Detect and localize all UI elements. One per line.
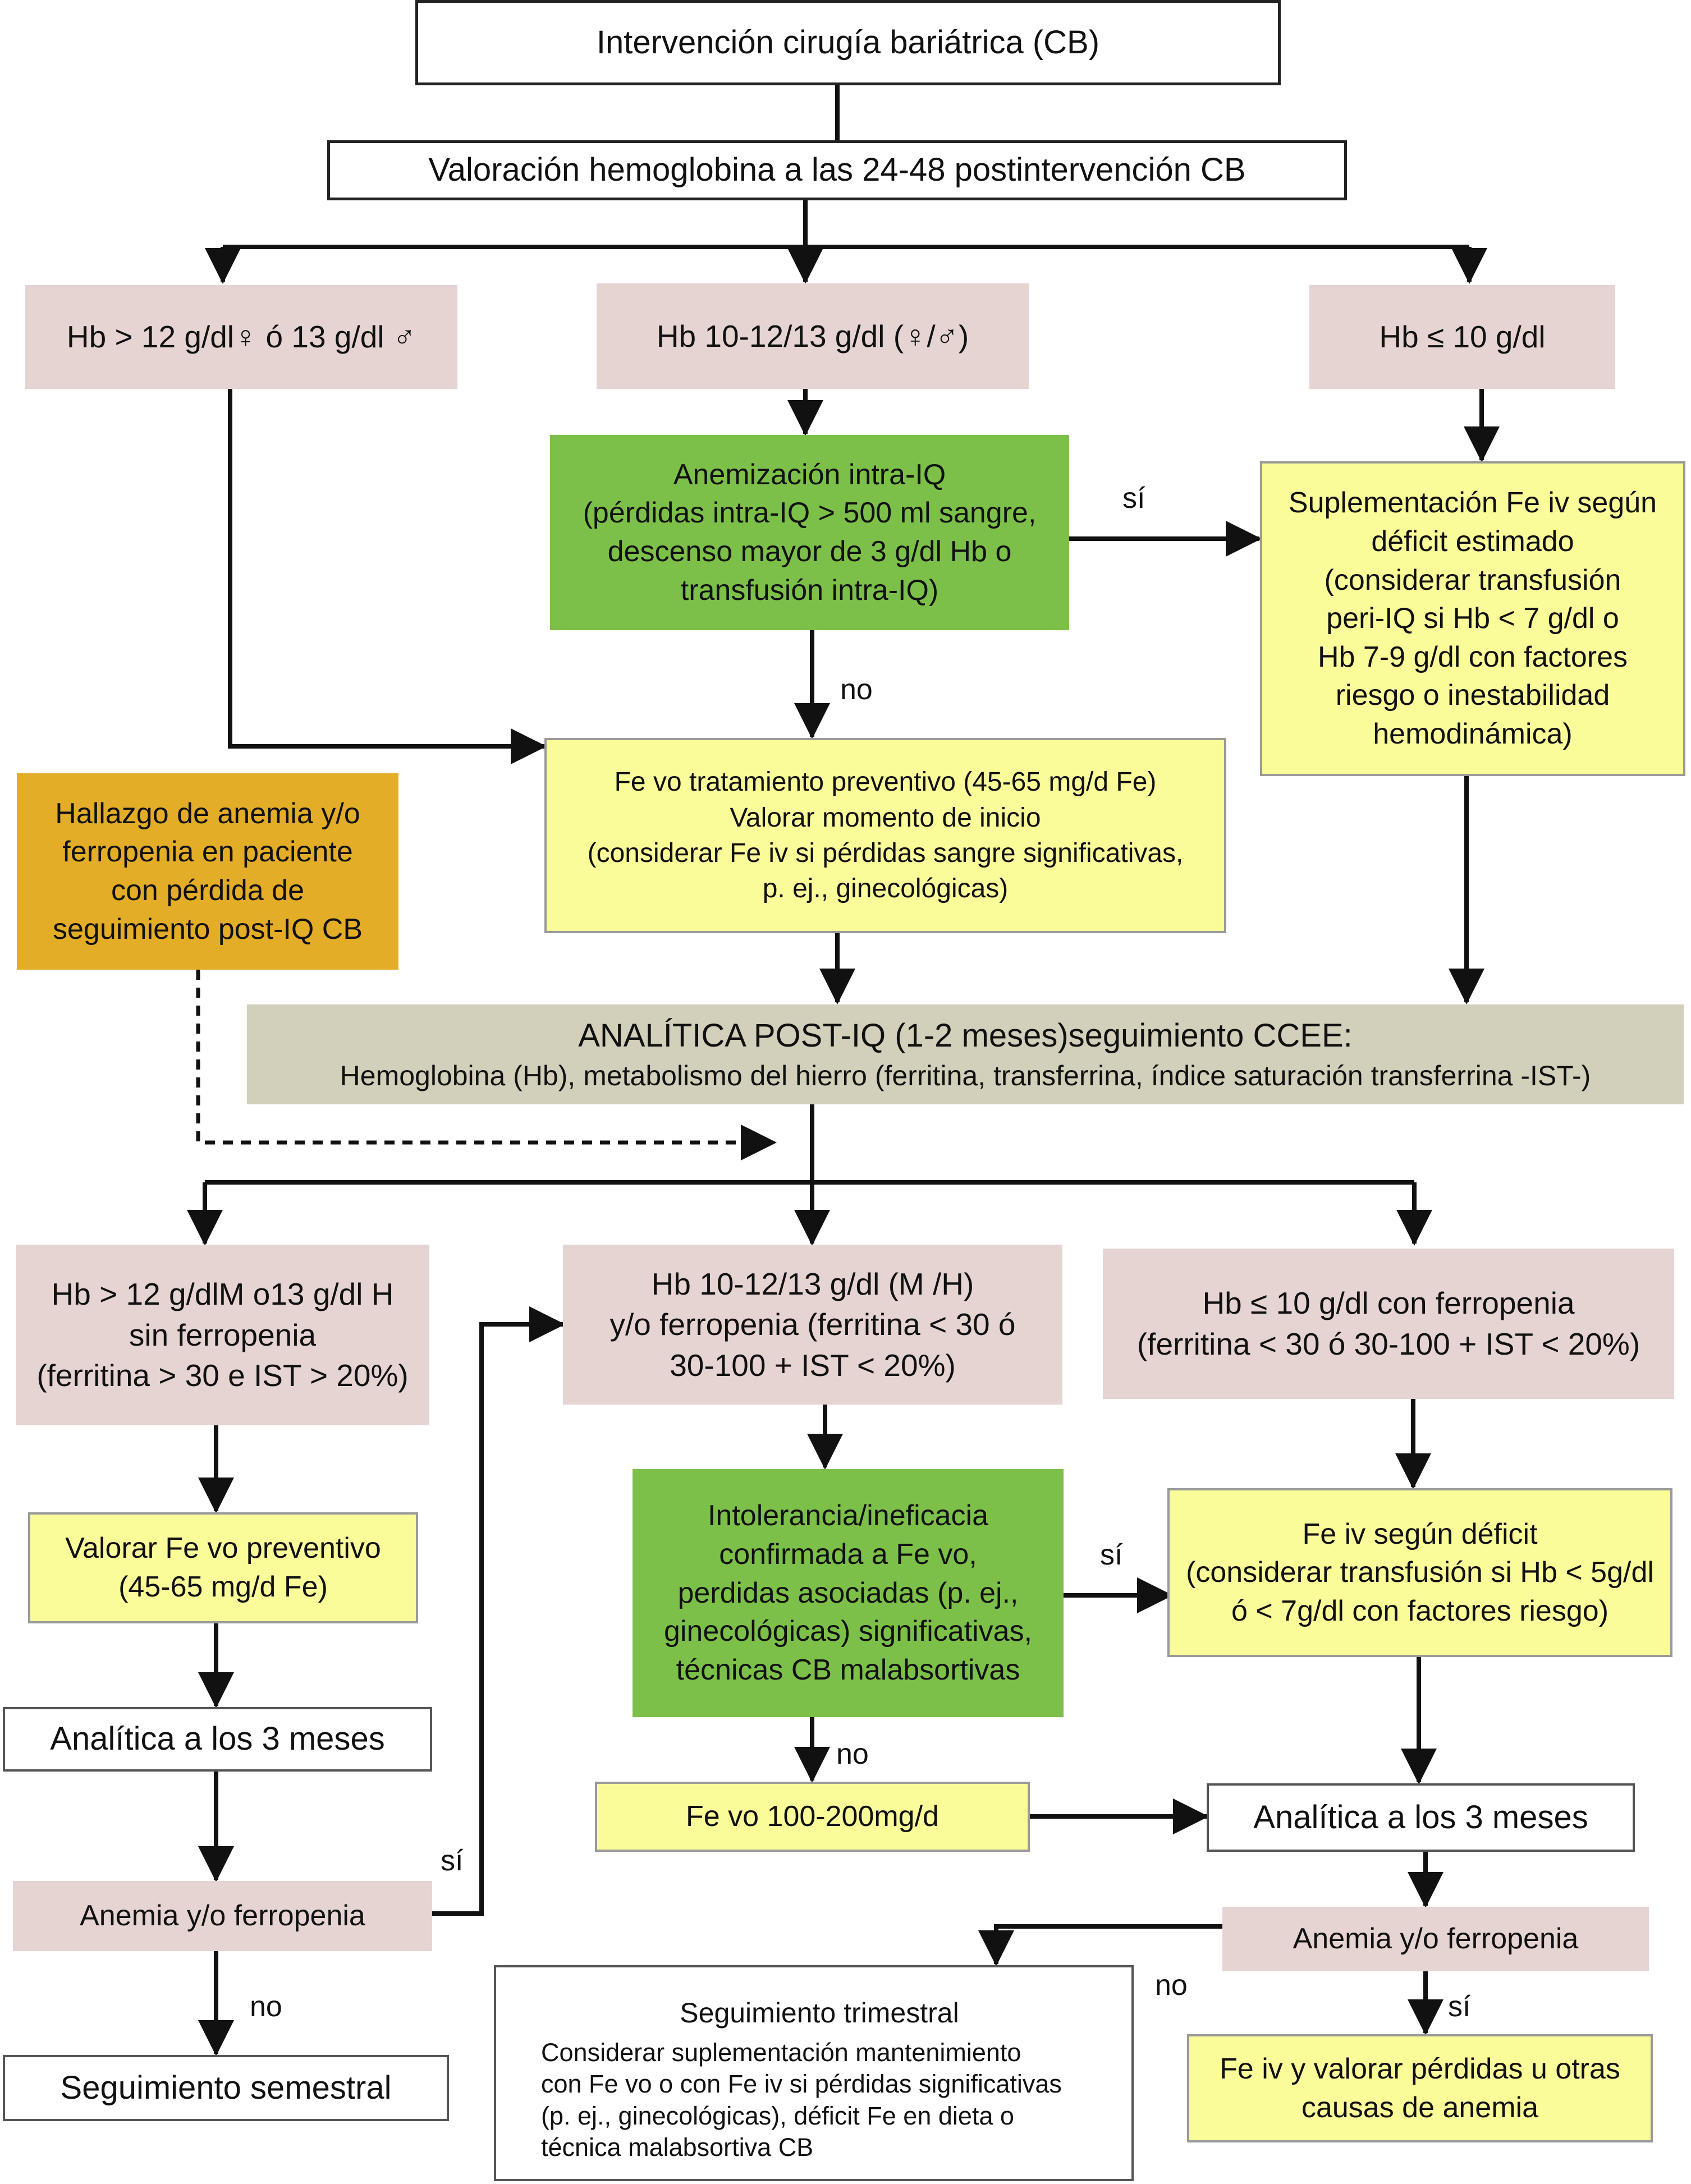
hallazgo-line: Hallazgo de anemia y/o	[55, 797, 360, 830]
suplementacion-line: Suplementación Fe iv según	[1288, 487, 1657, 520]
fe-iv-deficit-line: ó < 7g/dl con factores riesgo)	[1231, 1594, 1609, 1627]
trimestral-line: técnica malabsortiva CB	[541, 2132, 814, 2162]
trimestral-line: Considerar suplementación mantenimiento	[541, 2038, 1021, 2067]
row1-mid-text: Hb 10-12/13 g/dl (♀/♂)	[656, 318, 969, 354]
suplementacion-line: riesgo o inestabilidad	[1335, 679, 1610, 712]
branch-valoracion	[223, 200, 1469, 249]
box-fe-vo-preventivo: Fe vo tratamiento preventivo (45-65 mg/d…	[544, 738, 1226, 933]
anemizacion-line: descenso mayor de 3 g/dl Hb o	[607, 535, 1012, 568]
fe-iv-valorar-line: causas de anemia	[1301, 2091, 1539, 2124]
box-seguimiento-semestral: Seguimiento semestral	[3, 2055, 449, 2121]
box-seguimiento-trimestral: Seguimiento trimestral Considerar suplem…	[494, 1965, 1134, 2181]
box-hallazgo: Hallazgo de anemia y/o ferropenia en pac…	[17, 773, 398, 970]
hallazgo-line: ferropenia en paciente	[62, 836, 353, 869]
suplementacion-line: déficit estimado	[1371, 525, 1574, 558]
row2-right-line: (ferritina < 30 ó 30-100 + IST < 20%)	[1137, 1327, 1640, 1361]
arrow-row1-left-to-fevo	[228, 389, 547, 764]
box-fe-iv-valorar-perdidas: Fe iv y valorar pérdidas u otras causas …	[1187, 2034, 1653, 2142]
intervencion-text: Intervención cirugía bariátrica (CB)	[596, 24, 1100, 61]
suplementacion-line: Hb 7-9 g/dl con factores	[1317, 640, 1628, 673]
trimestral-line: (p. ej., ginecológicas), déficit Fe en d…	[541, 2101, 1014, 2130]
intolerancia-line: ginecológicas) significativas,	[663, 1615, 1033, 1648]
analitica-3-right-text: Analítica a los 3 meses	[1253, 1798, 1588, 1836]
dotted-hallazgo-to-analitica	[196, 970, 777, 1160]
fe-vo-line: Fe vo tratamiento preventivo (45-65 mg/d…	[614, 767, 1157, 797]
trimestral-line: con Fe vo o con Fe iv si pérdidas signif…	[541, 2070, 1062, 2099]
row1-right-text: Hb ≤ 10 g/dl	[1379, 319, 1546, 355]
hallazgo-line: con pérdida de	[111, 874, 305, 907]
box-anemizacion: Anemización intra-IQ (pérdidas intra-IQ …	[550, 435, 1069, 630]
analitica-post-title: ANALÍTICA POST-IQ (1-2 meses)seguimiento…	[578, 1017, 1353, 1054]
box-row2-left: Hb > 12 g/dlM o13 g/dl H sin ferropenia …	[16, 1245, 429, 1425]
row2-mid-line: Hb 10-12/13 g/dl (M /H)	[651, 1266, 974, 1301]
analitica-post-detail: Hemoglobina (Hb), metabolismo del hierro…	[340, 1060, 1591, 1092]
hallazgo-line: seguimiento post-IQ CB	[52, 912, 363, 946]
fe-vo-line: p. ej., ginecológicas)	[762, 874, 1009, 904]
label-si-anemia-right: sí	[1448, 1990, 1471, 2023]
label-si-anemia-left: sí	[441, 1845, 464, 1877]
arrow-anemia-right-no	[978, 1924, 1222, 1966]
box-analitica-post-iq: ANALÍTICA POST-IQ (1-2 meses)seguimiento…	[247, 1004, 1684, 1104]
row1-left-text: Hb > 12 g/dl♀ ó 13 g/dl ♂	[66, 319, 416, 355]
anemizacion-line: Anemización intra-IQ	[673, 458, 946, 491]
box-intolerancia: Intolerancia/ineficacia confirmada a Fe …	[633, 1469, 1064, 1717]
analitica-3-left-text: Analítica a los 3 meses	[50, 1720, 385, 1758]
fe-vo-line: Valorar momento de inicio	[730, 802, 1041, 833]
box-anemia-ferropenia-left: Anemia y/o ferropenia	[13, 1881, 432, 1951]
box-row1-left: Hb > 12 g/dl♀ ó 13 g/dl ♂	[25, 285, 457, 389]
row2-left-line: sin ferropenia	[129, 1317, 317, 1352]
seguimiento-semestral-text: Seguimiento semestral	[60, 2069, 392, 2106]
box-analitica-3-meses-right: Analítica a los 3 meses	[1207, 1783, 1635, 1852]
label-si-intolerancia: sí	[1100, 1539, 1123, 1571]
label-no-anemia-right: no	[1155, 1969, 1188, 2002]
box-fe-vo-100-200: Fe vo 100-200mg/d	[595, 1782, 1030, 1852]
box-row1-right: Hb ≤ 10 g/dl	[1309, 285, 1615, 389]
arrow-anemia-left-si	[432, 1306, 565, 1916]
label-si-anemizacion: sí	[1122, 482, 1145, 515]
box-intervencion-cb: Intervención cirugía bariátrica (CB)	[415, 0, 1281, 85]
suplementacion-line: peri-IQ si Hb < 7 g/dl o	[1326, 602, 1619, 635]
row2-mid-line: y/o ferropenia (ferritina < 30 ó	[610, 1307, 1016, 1342]
label-no-anemia-left: no	[250, 1990, 282, 2023]
fe-vo-line: (considerar Fe iv si pérdidas sangre sig…	[587, 838, 1184, 868]
intolerancia-line: Intolerancia/ineficacia	[707, 1499, 989, 1533]
anemizacion-line: (pérdidas intra-IQ > 500 ml sangre,	[583, 497, 1037, 530]
box-analitica-3-meses-left: Analítica a los 3 meses	[3, 1707, 432, 1772]
box-anemia-ferropenia-right: Anemia y/o ferropenia	[1222, 1907, 1649, 1971]
valorar-fe-line: (45-65 mg/d Fe)	[118, 1571, 328, 1603]
fe-vo-100-text: Fe vo 100-200mg/d	[686, 1800, 939, 1833]
suplementacion-line: (considerar transfusión	[1324, 563, 1621, 597]
suplementacion-line: hemodinámica)	[1373, 718, 1573, 751]
row2-left-line: Hb > 12 g/dlM o13 g/dl H	[51, 1277, 394, 1312]
anemia-right-text: Anemia y/o ferropenia	[1293, 1923, 1579, 1956]
box-valoracion-hb: Valoración hemoglobina a las 24-48 posti…	[327, 140, 1347, 200]
box-row1-mid: Hb 10-12/13 g/dl (♀/♂)	[597, 283, 1029, 389]
intolerancia-line: confirmada a Fe vo,	[719, 1538, 977, 1571]
fe-iv-deficit-line: (considerar transfusión si Hb < 5g/dl	[1186, 1556, 1654, 1589]
intolerancia-line: técnicas CB malabsortivas	[676, 1653, 1020, 1686]
row2-right-line: Hb ≤ 10 g/dl con ferropenia	[1202, 1286, 1575, 1321]
label-no-anemizacion: no	[840, 673, 873, 706]
fe-iv-deficit-line: Fe iv según déficit	[1302, 1517, 1538, 1550]
label-no-intolerancia: no	[836, 1738, 869, 1770]
valoracion-text: Valoración hemoglobina a las 24-48 posti…	[428, 152, 1246, 189]
row2-left-line: (ferritina > 30 e IST > 20%)	[36, 1358, 409, 1393]
box-fe-iv-deficit: Fe iv según déficit (considerar transfus…	[1167, 1488, 1672, 1657]
valorar-fe-line: Valorar Fe vo preventivo	[65, 1532, 381, 1565]
seguimiento-trimestral-title: Seguimiento trimestral	[680, 1997, 959, 2029]
anemia-left-text: Anemia y/o ferropenia	[80, 1899, 365, 1933]
fe-iv-valorar-line: Fe iv y valorar pérdidas u otras	[1220, 2052, 1620, 2085]
box-row2-mid: Hb 10-12/13 g/dl (M /H) y/o ferropenia (…	[563, 1245, 1062, 1405]
box-suplementacion-fe-iv: Suplementación Fe iv según déficit estim…	[1260, 461, 1685, 776]
row2-mid-line: 30-100 + IST < 20%)	[670, 1347, 956, 1383]
box-row2-right: Hb ≤ 10 g/dl con ferropenia (ferritina <…	[1103, 1249, 1674, 1399]
anemizacion-line: transfusión intra-IQ)	[680, 573, 939, 607]
box-valorar-fe-vo: Valorar Fe vo preventivo (45-65 mg/d Fe)	[28, 1512, 418, 1623]
intolerancia-line: perdidas asociadas (p. ej.,	[677, 1576, 1019, 1609]
